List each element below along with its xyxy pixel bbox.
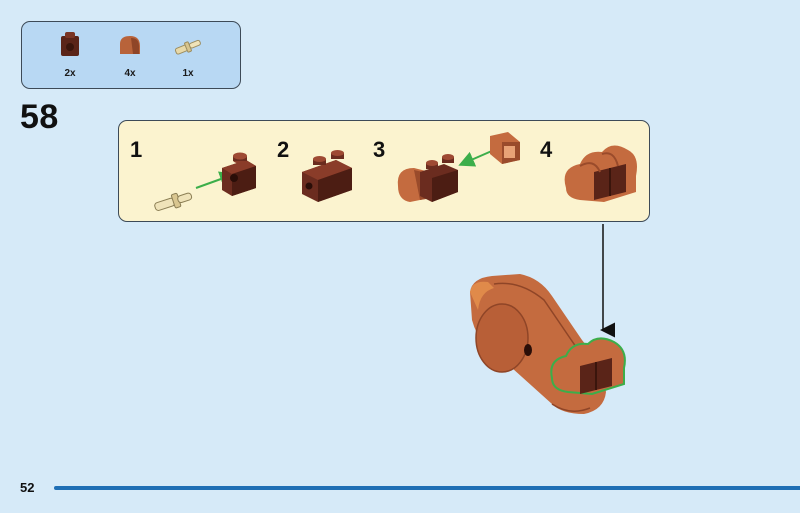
main-model-illustration xyxy=(470,274,626,414)
brown-bracket-brick-icon xyxy=(222,152,256,196)
substep-3-illustration xyxy=(397,132,520,202)
part-slope: 4x xyxy=(110,30,150,85)
parts-list-box: 2x 4x 1x xyxy=(21,21,241,89)
substep-label: 3 xyxy=(373,137,386,162)
brown-bracket-brick-icon xyxy=(61,32,79,56)
substep-label: 4 xyxy=(540,137,553,162)
page-footer-line xyxy=(54,486,800,490)
part-qty: 1x xyxy=(182,68,194,79)
substep-1-illustration xyxy=(154,152,256,211)
part-qty: 4x xyxy=(124,68,136,79)
part-bar: 1x xyxy=(168,30,208,85)
curved-slope-brick-icon xyxy=(490,132,520,164)
substep-label: 1 xyxy=(130,137,143,162)
step-number: 58 xyxy=(20,98,59,136)
substep-2-illustration xyxy=(302,150,352,202)
page-number: 52 xyxy=(20,480,35,495)
callout-arrow xyxy=(458,149,495,167)
tan-bar-pin-icon xyxy=(154,192,193,211)
curved-slope-brick-icon xyxy=(120,36,140,54)
tan-bar-pin-icon xyxy=(174,39,201,55)
substeps-box: 1 2 3 4 xyxy=(118,120,650,222)
part-bracket: 2x xyxy=(50,30,90,85)
substep-label: 2 xyxy=(277,137,290,162)
substep-4-illustration xyxy=(564,145,637,202)
part-qty: 2x xyxy=(64,68,76,79)
